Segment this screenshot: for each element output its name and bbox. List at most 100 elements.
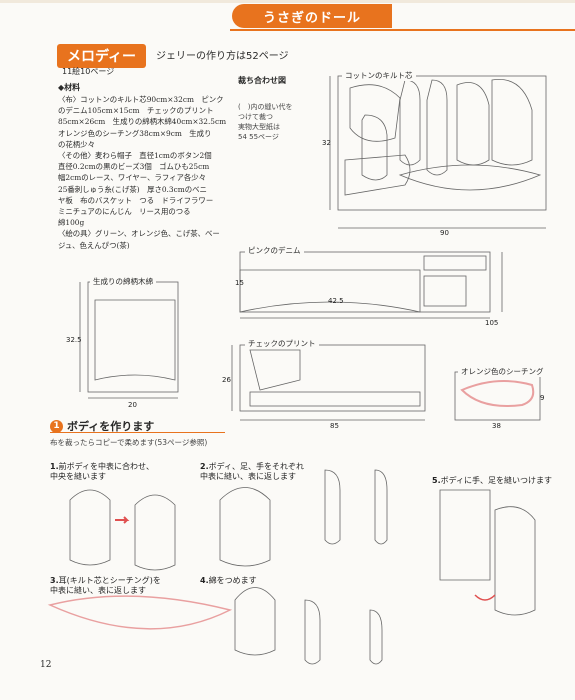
cutting-heading: 裁ち合わせ図: [238, 76, 286, 85]
chapter-banner: うさぎのドール: [232, 4, 392, 28]
materials-heading: ◆材料: [58, 83, 81, 92]
kinari-height-label: 32.5: [66, 336, 82, 344]
step-4: 4.綿をつめます: [200, 576, 257, 586]
denim-label: ピンクのデニム: [245, 245, 304, 256]
step-5: 5.ボディに手、足を縫いつけます: [432, 476, 552, 486]
cutting-notes: ( )内の縫い代を つけて裁つ 実物大型紙は 54 55ページ: [238, 102, 292, 142]
step5-body-limbs: [494, 506, 536, 616]
step-2: 2.ボディ、足、手をそれぞれ 中表に縫い、表に返します: [200, 462, 304, 482]
banner-rule: [230, 29, 575, 31]
step1-body-front: [69, 489, 111, 566]
cutting-note: 実物大型紙は: [238, 123, 280, 131]
materials-line: 幅2cmのレース、ワイヤー、ラフィア各少々: [58, 173, 207, 183]
ear-piece: [398, 164, 542, 191]
top-border: [0, 0, 575, 3]
blouse-piece: [249, 349, 301, 391]
step1-body-joined: [134, 494, 176, 571]
materials-line: 〈絵の具〉グリーン、オレンジ色、こげ茶、ベー: [58, 229, 220, 239]
check-height-label: 26: [222, 376, 231, 384]
cutting-note: 54 55ページ: [238, 133, 279, 141]
check-layout-frame: [239, 344, 426, 412]
denim-layout-frame: [239, 251, 491, 313]
pocket-piece: [423, 275, 467, 307]
head-piece: [349, 84, 401, 142]
step-3: 3.耳(キルト芯とシーチング)を 中表に縫い、表に返します: [50, 576, 161, 596]
materials-line: 直径0.2cmの黒のビーズ3個 ゴムひも25cm: [58, 162, 210, 172]
materials-line: ヤ板 布のバスケット つる ドライフラワー: [58, 195, 214, 205]
section-rule: [50, 432, 225, 433]
materials-line: の花柄少々: [58, 139, 95, 149]
kinari-label: 生成りの綿柄木綿: [90, 276, 156, 287]
cutting-note: ( )内の縫い代を: [238, 103, 293, 111]
check-label: チェックのプリント: [245, 338, 319, 349]
quilt-label: コットンのキルト芯: [342, 70, 416, 81]
front-body-piece: [456, 82, 490, 166]
title-subtitle: ジェリーの作り方は52ページ: [156, 51, 289, 62]
arrow-icon: [474, 594, 496, 601]
materials-line: 25番刺しゅう糸(こげ茶) 厚さ0.3cmのベニ: [58, 184, 207, 194]
step-text: ボディに手、足を縫いつけます: [440, 476, 553, 485]
step3-ear: [47, 595, 233, 630]
step4-arm: [369, 609, 383, 665]
quilt-height-label: 32: [322, 139, 331, 147]
denim-width-label: 105: [485, 319, 498, 327]
page-number: 12: [40, 660, 52, 670]
step-text: 耳(キルト芯とシーチング)を: [58, 576, 161, 585]
quilt-layout-frame: [337, 75, 547, 211]
materials-line: 〈布〉コットンのキルト芯90cm×32cm ピンク: [58, 95, 224, 104]
step-text: 綿をつめます: [208, 576, 257, 585]
strap-piece: [423, 255, 487, 271]
step2-body: [219, 487, 271, 567]
skirt-piece: [239, 269, 421, 313]
skirt-size-label: 42.5: [328, 297, 344, 305]
orange-label: オレンジ色のシーチング: [458, 366, 547, 377]
ear-lining-piece: [460, 380, 535, 407]
orange-width-label: 38: [492, 422, 501, 430]
doll-name: メロディー: [57, 44, 147, 68]
step-number: 2.: [200, 462, 209, 471]
materials-line: 85cm×26cm 生成りの綿柄木綿40cm×32.5cm: [58, 117, 227, 127]
step-number: 1.: [50, 462, 59, 471]
section-note: 布を裁ったらコピーで柔めます(53ページ参照): [50, 438, 208, 447]
arrow-icon: [115, 516, 130, 524]
cutting-note: つけて裁つ: [238, 113, 273, 121]
materials-line: ミニチュアのにんじん リース用のつる: [58, 207, 191, 217]
step-1: 1.前ボディを中表に合わせ、 中央を縫います: [50, 462, 154, 482]
arm-piece: [399, 79, 421, 166]
materials-line: ジュ、色えんぴつ(茶): [58, 240, 130, 250]
section-heading: 1 ボディを作ります: [50, 418, 154, 434]
step5-body: [439, 489, 491, 581]
section-title: ボディを作ります: [67, 420, 155, 433]
arm-piece-2: [426, 79, 448, 176]
step4-body: [234, 587, 276, 656]
orange-height-label: 9: [540, 394, 544, 402]
materials-line: のデニム105cm×15cm チェックのプリント: [58, 106, 214, 116]
page-reference: 11絵10ページ: [62, 67, 115, 76]
denim-height-label: 15: [235, 279, 244, 287]
step2-arm: [374, 469, 388, 545]
kinari-layout-frame: [87, 281, 179, 393]
step2-leg: [324, 469, 341, 545]
step-text: 前ボディを中表に合わせ、: [58, 462, 155, 471]
step-text: 中央を縫います: [50, 472, 106, 481]
step-text: ボディ、足、手をそれぞれ: [208, 462, 305, 471]
kinari-width-label: 20: [128, 401, 137, 409]
leg-piece: [361, 114, 388, 181]
step-number: 4.: [200, 576, 209, 585]
materials-line: 綿100g: [58, 218, 85, 228]
section-number: 1: [50, 419, 63, 433]
step-text: 中表に縫い、表に返します: [200, 472, 296, 481]
skirt-frill-piece: [249, 391, 421, 407]
back-body-piece: [491, 78, 533, 166]
drawers-piece: [94, 299, 176, 381]
step-text: 中表に縫い、表に返します: [50, 586, 146, 595]
quilt-width-label: 90: [440, 229, 449, 237]
foot-piece: [344, 154, 411, 196]
materials-line: オレンジ色のシーチング38cm×9cm 生成り: [58, 128, 212, 138]
materials-list: 〈布〉コットンのキルト芯90cm×32cm ピンク のデニム105cm×15cm…: [58, 94, 233, 251]
materials-line: 〈その他〉麦わら帽子 直径1cmのボタン2個: [58, 151, 212, 161]
check-width-label: 85: [330, 422, 339, 430]
step-number: 3.: [50, 576, 59, 585]
step-number: 5.: [432, 476, 441, 485]
